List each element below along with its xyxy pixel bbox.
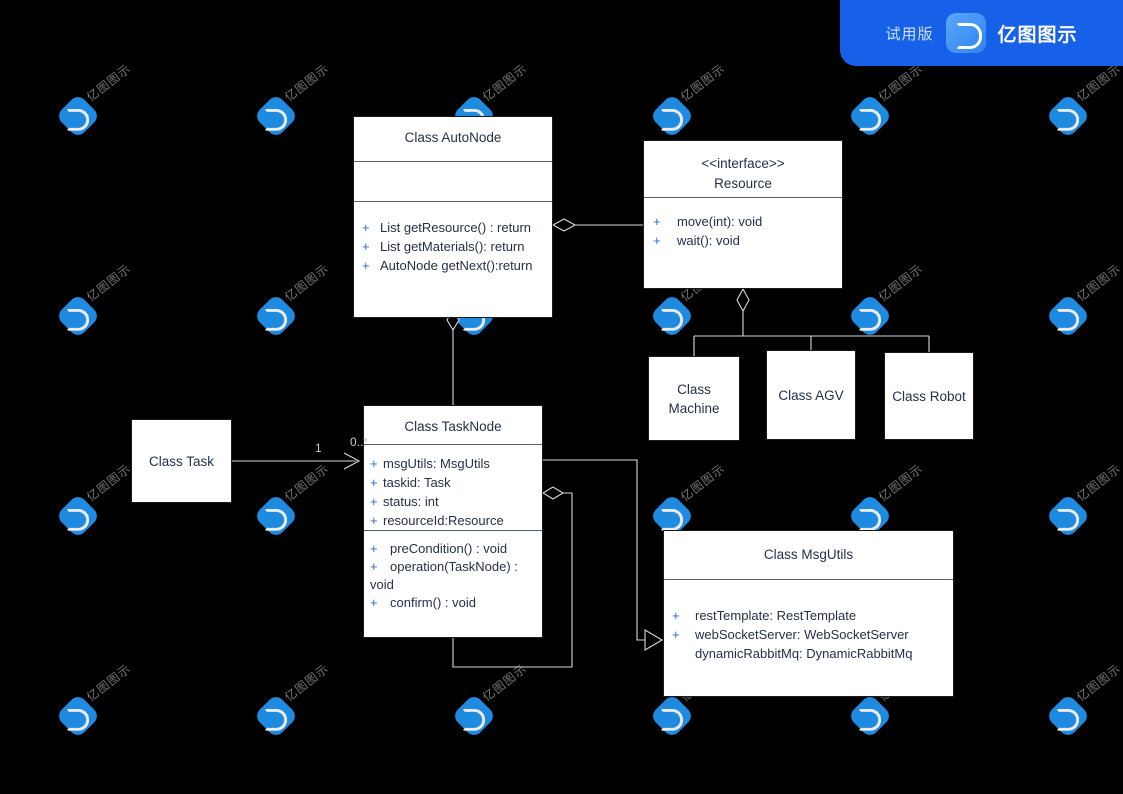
visibility-marker: + — [672, 608, 680, 623]
visibility-marker: + — [370, 475, 378, 490]
method-label: List getResource() : return — [380, 220, 532, 235]
visibility-marker: + — [653, 214, 661, 229]
method-label: List getMaterials(): return — [380, 239, 525, 254]
visibility-marker: + — [370, 494, 378, 509]
interface-name-label: Resource — [714, 176, 772, 191]
method-label: AutoNode getNext():return — [380, 258, 533, 273]
method-compartment-resource: + move(int): void + wait(): void — [644, 197, 842, 250]
class-node-agv[interactable]: Class AGV — [766, 350, 856, 440]
method-compartment-autonode: + List getResource() : return + List getMa… — [354, 201, 552, 275]
edge-tasknode-msgutils — [543, 459, 664, 651]
attribute-compartment-autonode — [354, 161, 552, 201]
class-node-autonode[interactable]: Class AutoNode + List getResource() : ret… — [353, 116, 553, 318]
method-row: + AutoNode getNext():return — [362, 256, 552, 275]
class-title-tasknode: Class TaskNode — [404, 419, 502, 434]
method-row: + wait(): void — [653, 231, 842, 250]
visibility-marker: + — [370, 541, 378, 556]
edge-tasknode-selfloop — [452, 486, 573, 668]
class-title-msgutils: Class MsgUtils — [763, 547, 854, 562]
attribute-label: taskid: Task — [383, 475, 451, 490]
edge-autonode-resource — [551, 218, 643, 232]
interface-title-resource: <<interface>> Resource — [644, 141, 842, 197]
visibility-marker: + — [362, 220, 370, 235]
class-title-line2: Machine — [668, 400, 720, 416]
method-row: + List getMaterials(): return — [362, 237, 552, 256]
edraw-logo-icon — [945, 13, 986, 53]
attribute-label: webSocketServer: WebSocketServer — [695, 627, 909, 642]
attribute-label: status: int — [383, 494, 439, 509]
class-title-line1: Class — [677, 381, 711, 397]
method-row: + List getResource() : return — [362, 218, 552, 237]
attribute-row: + webSocketServer: WebSocketServer — [672, 625, 953, 644]
attribute-label: resourceId:Resource — [383, 513, 504, 528]
attribute-row: + taskid: Task — [370, 473, 542, 492]
class-title-robot: Class Robot — [892, 388, 966, 404]
multiplicity-tasknode-target: 0..* — [350, 435, 369, 449]
trial-label: 试用版 — [885, 25, 934, 43]
attribute-compartment-msgutils: + restTemplate: RestTemplate + webSocketSe… — [664, 579, 953, 663]
method-row: +operation(TaskNode) : void — [370, 558, 542, 594]
method-label: wait(): void — [677, 233, 740, 248]
visibility-marker: + — [362, 239, 370, 254]
visibility-marker: + — [370, 513, 378, 528]
visibility-marker: + — [370, 559, 378, 574]
attribute-row: + resourceId:Resource — [370, 511, 542, 530]
stereotype-label: <<interface>> — [701, 156, 785, 171]
visibility-marker: + — [370, 456, 378, 471]
class-title-agv: Class AGV — [778, 387, 844, 403]
method-row: + preCondition() : void — [370, 540, 542, 558]
attribute-row: dynamicRabbitMq: DynamicRabbitMq — [672, 644, 953, 663]
brand-name-label: 亿图图示 — [997, 24, 1078, 46]
class-node-task[interactable]: Class Task — [131, 419, 232, 503]
class-node-robot[interactable]: Class Robot — [884, 352, 974, 440]
class-title-autonode: Class AutoNode — [404, 130, 502, 145]
interface-node-resource[interactable]: <<interface>> Resource + move(int): void … — [643, 140, 843, 289]
method-row: + move(int): void — [653, 212, 842, 231]
method-label: operation(TaskNode) : void — [370, 559, 518, 592]
trial-version-banner[interactable]: 试用版 亿图图示 — [840, 0, 1123, 66]
visibility-marker: + — [653, 233, 661, 248]
class-node-machine[interactable]: Class Machine — [648, 356, 740, 441]
class-node-tasknode[interactable]: Class TaskNode + msgUtils: MsgUtils + task… — [363, 405, 543, 638]
attribute-row: + status: int — [370, 492, 542, 511]
attribute-compartment-tasknode: + msgUtils: MsgUtils + taskid: Task + statu… — [364, 444, 542, 530]
class-title-task: Class Task — [148, 453, 215, 469]
visibility-marker: + — [672, 627, 680, 642]
edge-resource-subclasses — [693, 287, 930, 356]
edge-task-tasknode — [232, 452, 361, 470]
class-title-machine: Class Machine — [668, 380, 719, 418]
method-label: preCondition() : void — [390, 541, 508, 556]
edge-autonode-tasknode — [446, 308, 460, 405]
attribute-row: + msgUtils: MsgUtils — [370, 454, 542, 473]
attribute-row: + restTemplate: RestTemplate — [672, 606, 953, 625]
visibility-marker: + — [362, 258, 370, 273]
attribute-label: dynamicRabbitMq: DynamicRabbitMq — [695, 646, 913, 661]
attribute-label: msgUtils: MsgUtils — [383, 456, 490, 471]
multiplicity-task-source: 1 — [315, 441, 322, 455]
method-compartment-tasknode: +preCondition() : void +operation(TaskNo… — [364, 530, 542, 612]
attribute-label: restTemplate: RestTemplate — [695, 608, 857, 623]
visibility-marker: + — [370, 595, 378, 610]
method-label: confirm() : void — [390, 595, 476, 610]
method-label: move(int): void — [677, 214, 763, 229]
method-row: + confirm() : void — [370, 594, 542, 612]
class-node-msgutils[interactable]: Class MsgUtils + restTemplate: RestTempla… — [663, 530, 954, 697]
